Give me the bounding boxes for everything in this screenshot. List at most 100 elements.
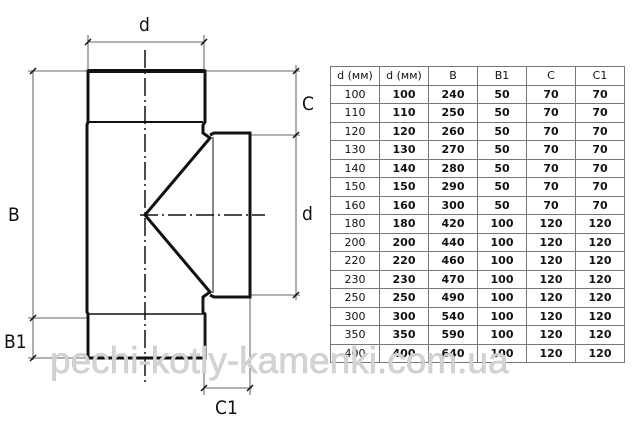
table-cell: 120 bbox=[526, 214, 576, 234]
table-cell: 300 bbox=[330, 306, 380, 326]
table-cell: 640 bbox=[428, 343, 478, 363]
table-cell: 120 bbox=[330, 121, 380, 141]
column-header: d (мм) bbox=[379, 66, 429, 86]
column-header: d (мм) bbox=[330, 66, 380, 86]
table-cell: 490 bbox=[428, 288, 478, 308]
table-cell: 290 bbox=[428, 177, 478, 197]
dimension-label-d-side: d bbox=[302, 203, 313, 225]
table-cell: 70 bbox=[575, 84, 625, 104]
table-cell: 110 bbox=[379, 103, 429, 123]
table-cell: 120 bbox=[575, 343, 625, 363]
table-cell: 100 bbox=[477, 269, 527, 289]
table-cell: 300 bbox=[428, 195, 478, 215]
table-cell: 100 bbox=[477, 232, 527, 252]
table-cell: 230 bbox=[379, 269, 429, 289]
table-cell: 120 bbox=[575, 306, 625, 326]
table-cell: 300 bbox=[379, 306, 429, 326]
table-cell: 100 bbox=[477, 251, 527, 271]
table-cell: 70 bbox=[526, 158, 576, 178]
table-cell: 70 bbox=[575, 140, 625, 160]
table-cell: 180 bbox=[330, 214, 380, 234]
dimension-label-c: C bbox=[302, 93, 314, 115]
table-cell: 120 bbox=[526, 306, 576, 326]
dimension-ticks bbox=[29, 38, 300, 392]
table-cell: 350 bbox=[379, 325, 429, 345]
table-cell: 220 bbox=[330, 251, 380, 271]
table-cell: 240 bbox=[428, 84, 478, 104]
table-cell: 70 bbox=[526, 140, 576, 160]
table-cell: 70 bbox=[575, 177, 625, 197]
table-cell: 140 bbox=[330, 158, 380, 178]
table-cell: 250 bbox=[379, 288, 429, 308]
table-cell: 540 bbox=[428, 306, 478, 326]
table-cell: 180 bbox=[379, 214, 429, 234]
table-cell: 100 bbox=[379, 84, 429, 104]
dimension-lines bbox=[28, 35, 300, 395]
table-cell: 100 bbox=[477, 288, 527, 308]
table-cell: 200 bbox=[330, 232, 380, 252]
table-cell: 100 bbox=[330, 84, 380, 104]
table-cell: 50 bbox=[477, 84, 527, 104]
dimension-label-c1: C1 bbox=[215, 397, 238, 419]
table-cell: 120 bbox=[575, 325, 625, 345]
table-cell: 160 bbox=[330, 195, 380, 215]
table-cell: 50 bbox=[477, 103, 527, 123]
table-cell: 150 bbox=[379, 177, 429, 197]
table-cell: 70 bbox=[526, 177, 576, 197]
dimension-label-b: B bbox=[8, 204, 20, 226]
table-cell: 260 bbox=[428, 121, 478, 141]
table-cell: 120 bbox=[575, 232, 625, 252]
table-cell: 50 bbox=[477, 177, 527, 197]
table-cell: 100 bbox=[477, 306, 527, 326]
branch-socket-outline bbox=[209, 131, 252, 299]
dimension-label-b1: B1 bbox=[4, 331, 27, 353]
table-cell: 120 bbox=[379, 121, 429, 141]
table-cell: 120 bbox=[575, 288, 625, 308]
table-cell: 120 bbox=[575, 269, 625, 289]
column-header: B1 bbox=[477, 66, 527, 86]
table-cell: 120 bbox=[526, 288, 576, 308]
watermark: pechi-kotly-kamenki.com.ua bbox=[50, 340, 509, 382]
table-cell: 120 bbox=[575, 214, 625, 234]
table-cell: 140 bbox=[379, 158, 429, 178]
table-cell: 280 bbox=[428, 158, 478, 178]
table-cell: 420 bbox=[428, 214, 478, 234]
table-cell: 230 bbox=[330, 269, 380, 289]
table-cell: 460 bbox=[428, 251, 478, 271]
column-header: B bbox=[428, 66, 478, 86]
table-cell: 70 bbox=[526, 121, 576, 141]
table-cell: 270 bbox=[428, 140, 478, 160]
table-cell: 400 bbox=[330, 343, 380, 363]
table-cell: 250 bbox=[428, 103, 478, 123]
table-cell: 250 bbox=[330, 288, 380, 308]
table-cell: 50 bbox=[477, 158, 527, 178]
table-cell: 120 bbox=[526, 343, 576, 363]
table-cell: 50 bbox=[477, 140, 527, 160]
table-cell: 120 bbox=[526, 232, 576, 252]
main-pipe-outline bbox=[85, 69, 213, 360]
column-header: C1 bbox=[575, 66, 625, 86]
table-cell: 70 bbox=[526, 84, 576, 104]
table-cell: 70 bbox=[526, 103, 576, 123]
table-cell: 120 bbox=[575, 251, 625, 271]
column-header: C bbox=[526, 66, 576, 86]
table-cell: 100 bbox=[477, 343, 527, 363]
table-cell: 130 bbox=[330, 140, 380, 160]
table-cell: 70 bbox=[575, 121, 625, 141]
table-cell: 150 bbox=[330, 177, 380, 197]
table-cell: 220 bbox=[379, 251, 429, 271]
